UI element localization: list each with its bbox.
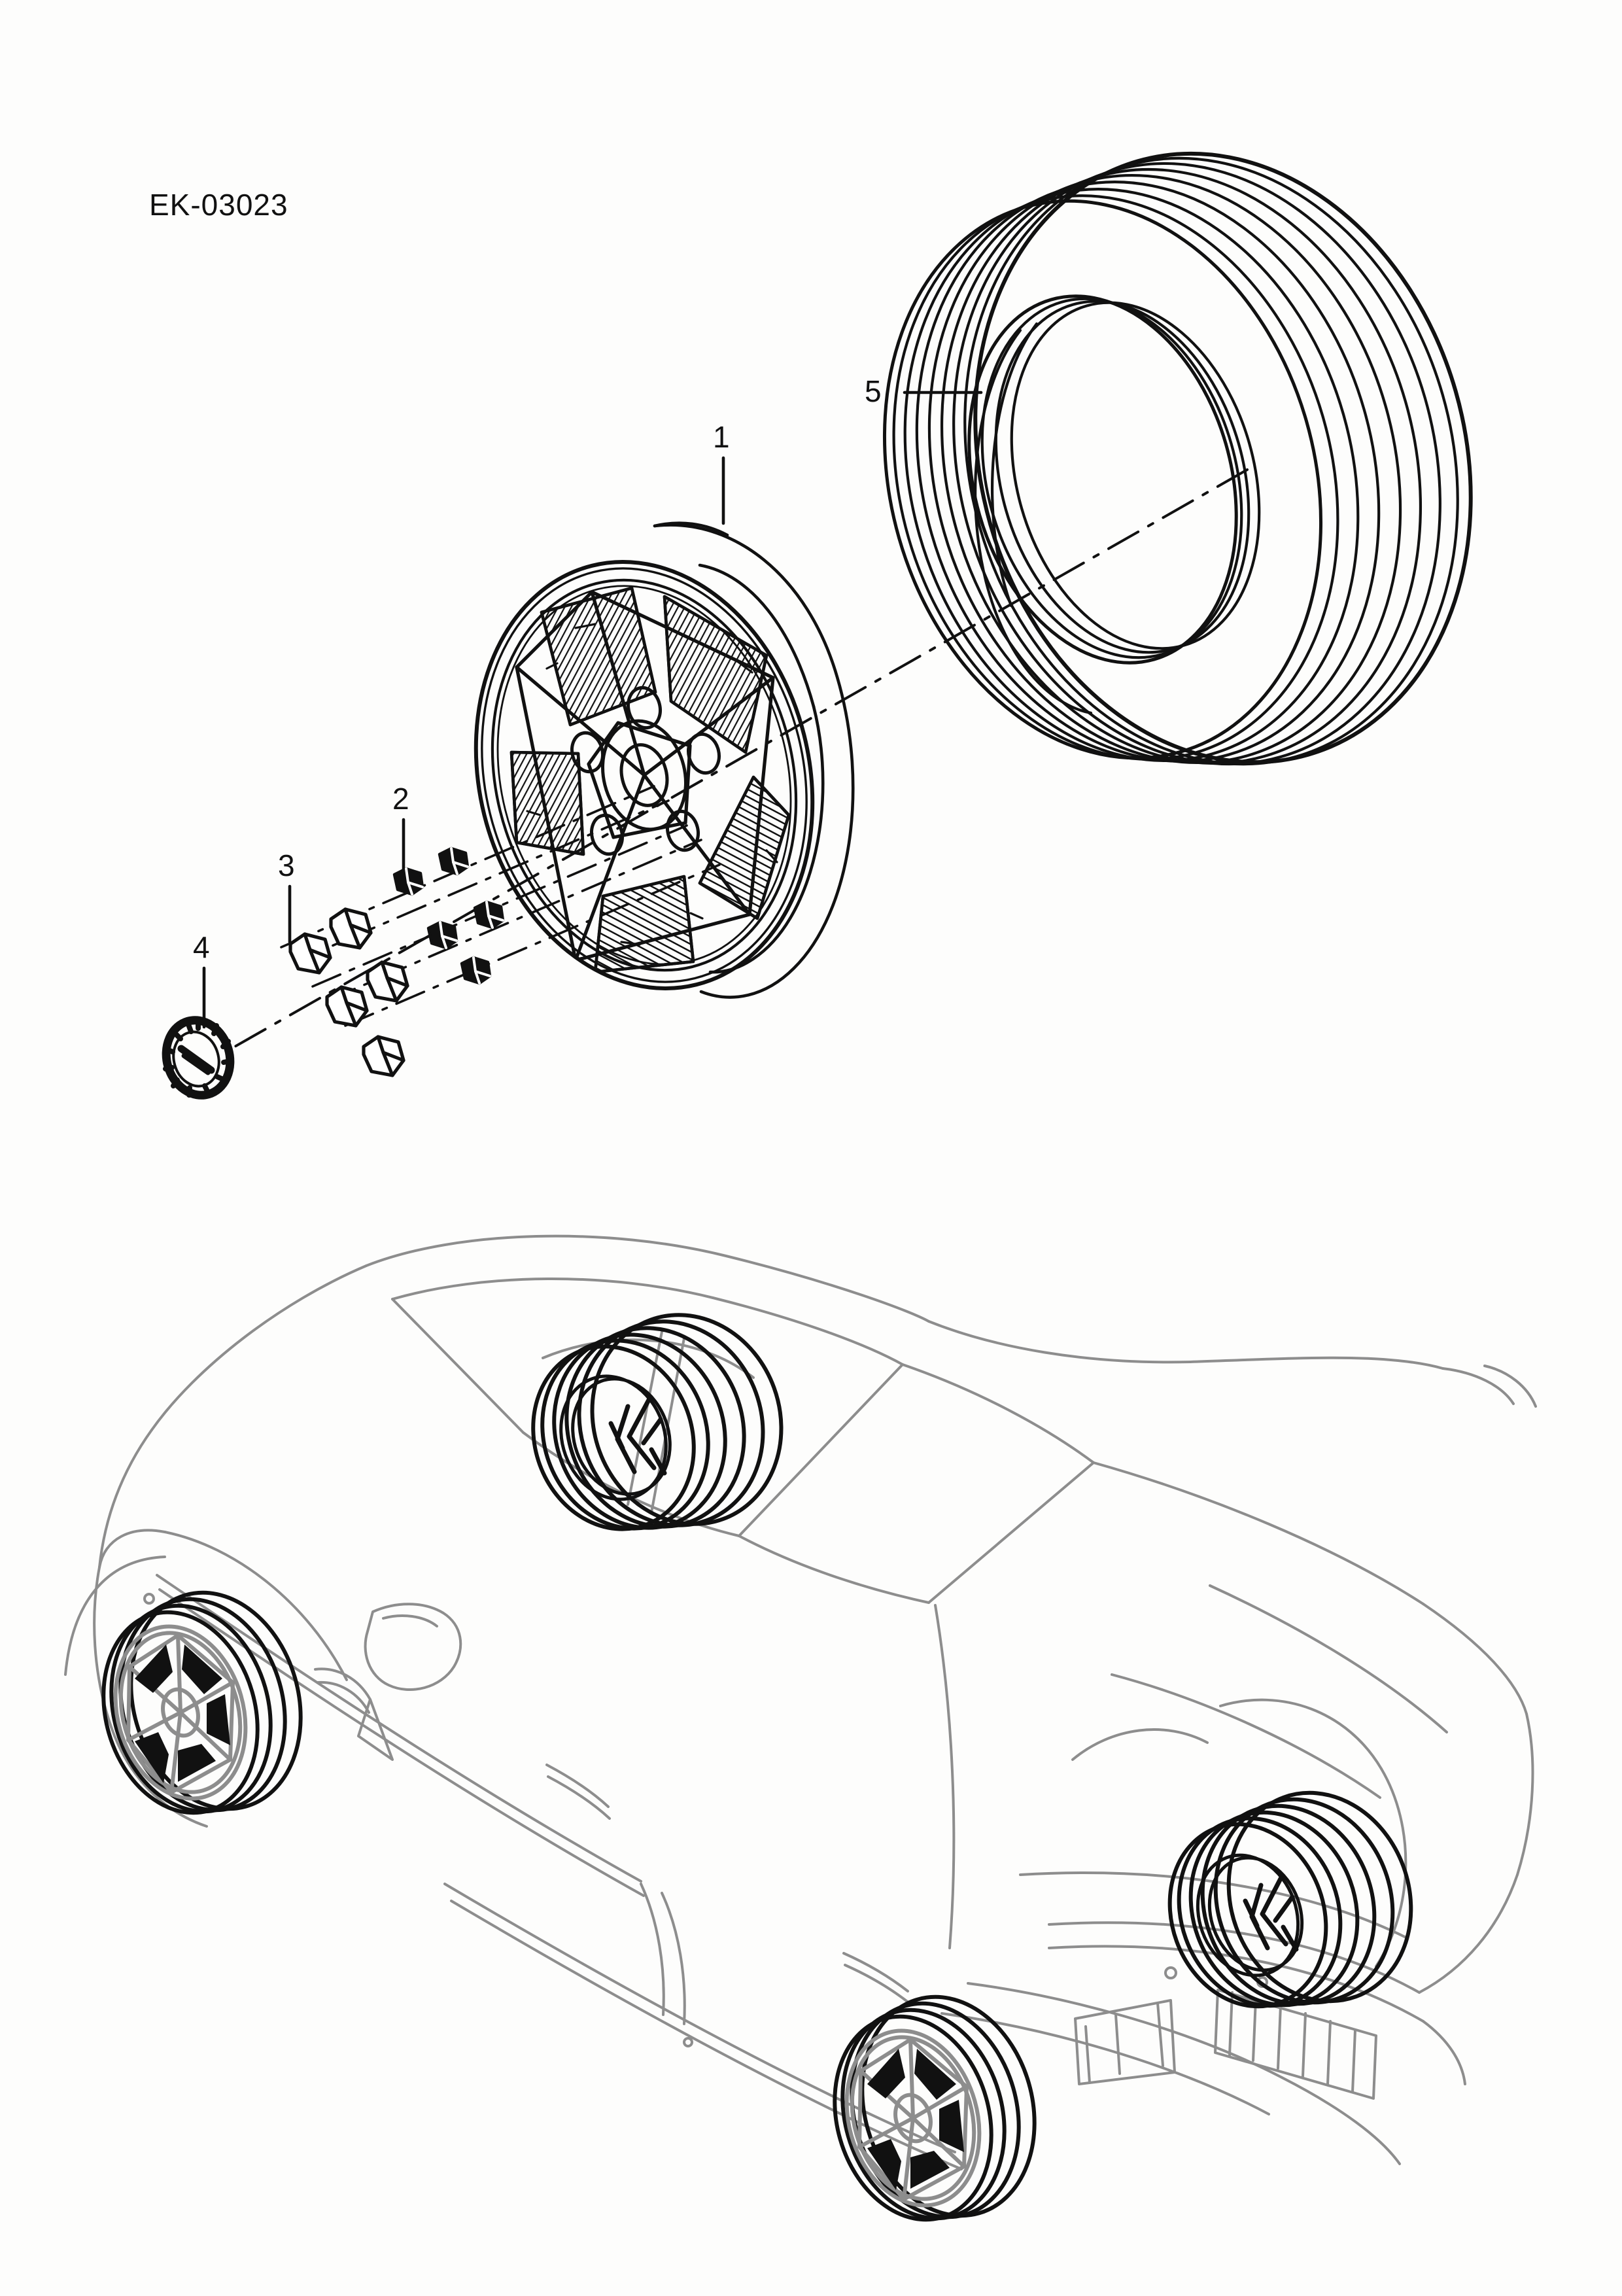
wheel-bolt [438,846,470,876]
lug-nut [325,985,369,1028]
vehicle-wheel-front-far [531,1313,784,1531]
lug-nut [362,1035,406,1077]
tire-part [882,151,1473,766]
diagram-title: EK-03023 [149,188,288,222]
wheel-bolt [392,867,424,896]
wheel-bolt [426,920,458,950]
callout-number-1: 1 [713,420,730,454]
lug-nut-group [288,907,409,1077]
vehicle-wheel-rear-far [1167,1790,1413,2009]
callout-number-2: 2 [392,782,409,816]
wheel-bolt-group [392,846,505,985]
alloy-wheel-part [474,521,855,999]
vehicle-wheel-front-near [101,1590,303,1815]
callout-number-5: 5 [865,374,882,408]
lug-nut [366,960,409,1003]
callout-number-4: 4 [193,930,210,964]
assembly-axis [229,468,1249,1051]
hub-center-cap-part [162,1016,235,1100]
lug-nut [288,932,332,975]
callout-number-3: 3 [278,848,295,882]
lug-nut [329,907,373,950]
vehicle-wheel-rear-near [833,1994,1037,2222]
wheel-bolt [473,900,505,930]
vehicle-illustration [64,1234,1537,2170]
wheel-bolt [460,956,492,985]
